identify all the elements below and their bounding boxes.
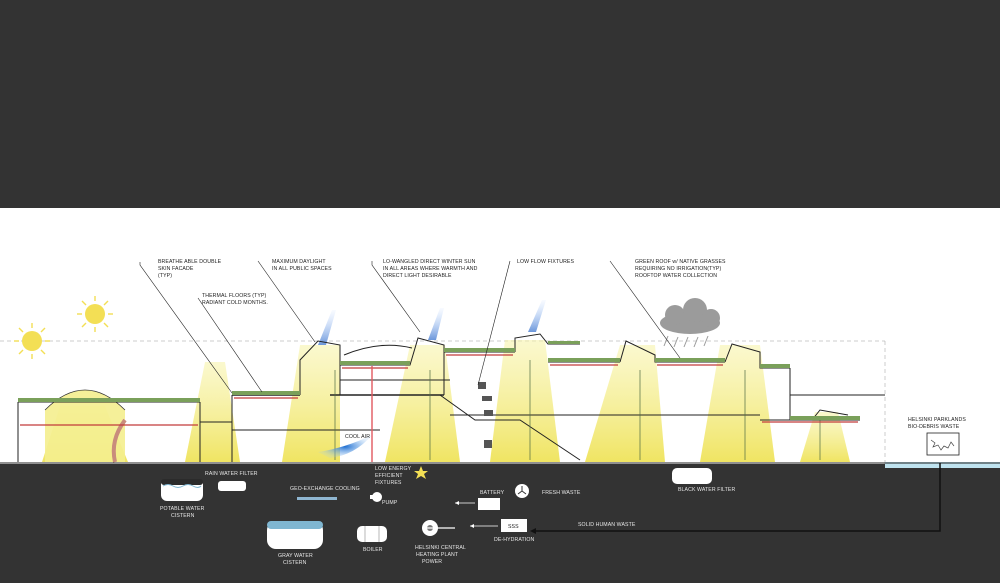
svg-text:BOILER: BOILER <box>363 547 383 553</box>
svg-text:HELSINKI CENTRAL: HELSINKI CENTRAL <box>415 545 466 551</box>
low-flow-fixtures <box>478 382 493 448</box>
svg-text:FIXTURES: FIXTURES <box>375 480 402 486</box>
annotation-green-roof: GREEN ROOF w/ NATIVE GRASSES REQUIRING N… <box>609 259 726 359</box>
svg-text:BATTERY: BATTERY <box>480 490 505 496</box>
rain-water-filter: RAIN WATER FILTER <box>205 471 258 491</box>
annotation-parklands: HELSINKI PARKLANDS BIO-DEBRIS WASTE <box>908 417 966 430</box>
svg-text:DIRECT LIGHT DESIRABLE: DIRECT LIGHT DESIRABLE <box>383 273 452 279</box>
cool-air-arrow <box>318 435 372 458</box>
svg-text:MAXIMUM DAYLIGHT: MAXIMUM DAYLIGHT <box>272 259 326 265</box>
cloud-rain-icon <box>660 298 720 348</box>
svg-text:SSS: SSS <box>508 524 519 530</box>
annotation-thermal-floors: THERMAL FLOORS (TYP) RADIANT COLD MONTHS… <box>197 293 268 393</box>
svg-text:IN ALL AREAS WHERE WARMTH AND: IN ALL AREAS WHERE WARMTH AND <box>383 266 478 272</box>
svg-text:ROOFTOP WATER COLLECTION: ROOFTOP WATER COLLECTION <box>635 273 717 279</box>
svg-text:POTABLE WATER: POTABLE WATER <box>160 506 205 512</box>
svg-text:SOLID HUMAN WASTE: SOLID HUMAN WASTE <box>578 522 636 528</box>
cool-air-label: COOL AIR <box>345 434 370 440</box>
svg-text:SKIN FACADE: SKIN FACADE <box>158 266 194 272</box>
annotation-low-flow: LOW FLOW FIXTURES <box>477 259 574 386</box>
dehydration-unit: SSS DE-HYDRATION <box>470 519 534 543</box>
svg-text:REQUIRING NO IRRIGATION(TYP): REQUIRING NO IRRIGATION(TYP) <box>635 266 721 272</box>
svg-text:HELSINKI PARKLANDS: HELSINKI PARKLANDS <box>908 417 966 423</box>
svg-text:EFFICIENT: EFFICIENT <box>375 473 403 479</box>
svg-text:CISTERN: CISTERN <box>171 513 195 519</box>
battery: BATTERY <box>455 490 505 510</box>
potable-cistern: POTABLE WATER CISTERN <box>160 479 205 519</box>
svg-text:POWER: POWER <box>422 559 442 565</box>
svg-text:LOW ENERGY: LOW ENERGY <box>375 466 412 472</box>
svg-text:DE-HYDRATION: DE-HYDRATION <box>494 537 534 543</box>
svg-text:BREATHE ABLE DOUBLE: BREATHE ABLE DOUBLE <box>158 259 222 265</box>
svg-text:CISTERN: CISTERN <box>283 560 307 566</box>
annotation-daylight: MAXIMUM DAYLIGHT IN ALL PUBLIC SPACES <box>257 259 332 343</box>
boiler: BOILER <box>357 526 387 553</box>
svg-text:GREEN ROOF w/ NATIVE GRASSES: GREEN ROOF w/ NATIVE GRASSES <box>635 259 726 265</box>
pump-icon: PUMP <box>370 492 398 506</box>
svg-text:BLACK WATER FILTER: BLACK WATER FILTER <box>678 487 735 493</box>
sun-icon <box>77 296 113 332</box>
svg-text:GEO-EXCHANGE COOLING: GEO-EXCHANGE COOLING <box>290 486 360 492</box>
svg-text:GRAY WATER: GRAY WATER <box>278 553 313 559</box>
svg-text:(TYP): (TYP) <box>158 273 172 279</box>
svg-text:LOW FLOW FIXTURES: LOW FLOW FIXTURES <box>517 259 574 265</box>
annotation-winter-sun: LO-WANGLED DIRECT WINTER SUN IN ALL AREA… <box>371 259 478 333</box>
star-icon <box>414 466 428 479</box>
svg-text:PUMP: PUMP <box>382 500 398 506</box>
svg-text:RAIN WATER FILTER: RAIN WATER FILTER <box>205 471 258 477</box>
solid-waste-line: SOLID HUMAN WASTE <box>530 463 941 534</box>
svg-text:THERMAL FLOORS (TYP): THERMAL FLOORS (TYP) <box>202 293 267 299</box>
fan-icon: FRESH WASTE <box>515 484 581 498</box>
gray-cistern: GRAY WATER CISTERN <box>267 521 323 566</box>
svg-text:FRESH WASTE: FRESH WASTE <box>542 490 581 496</box>
svg-text:RADIANT COLD MONTHS.: RADIANT COLD MONTHS. <box>202 300 268 306</box>
svg-text:HEATING PLANT: HEATING PLANT <box>416 552 459 558</box>
annotation-facade: BREATHE ABLE DOUBLE SKIN FACADE (TYP) <box>139 259 233 394</box>
sun-icon <box>14 323 50 359</box>
geo-exchange: GEO-EXCHANGE COOLING <box>290 486 360 500</box>
valve-icon: HELSINKI CENTRAL HEATING PLANT POWER <box>415 520 466 565</box>
svg-text:IN ALL PUBLIC SPACES: IN ALL PUBLIC SPACES <box>272 266 332 272</box>
svg-text:BIO-DEBRIS WASTE: BIO-DEBRIS WASTE <box>908 424 960 430</box>
black-water-filter: BLACK WATER FILTER <box>672 468 735 493</box>
svg-text:LO-WANGLED DIRECT WINTER SUN: LO-WANGLED DIRECT WINTER SUN <box>383 259 476 265</box>
low-energy-fixtures: LOW ENERGY EFFICIENT FIXTURES <box>375 466 428 486</box>
